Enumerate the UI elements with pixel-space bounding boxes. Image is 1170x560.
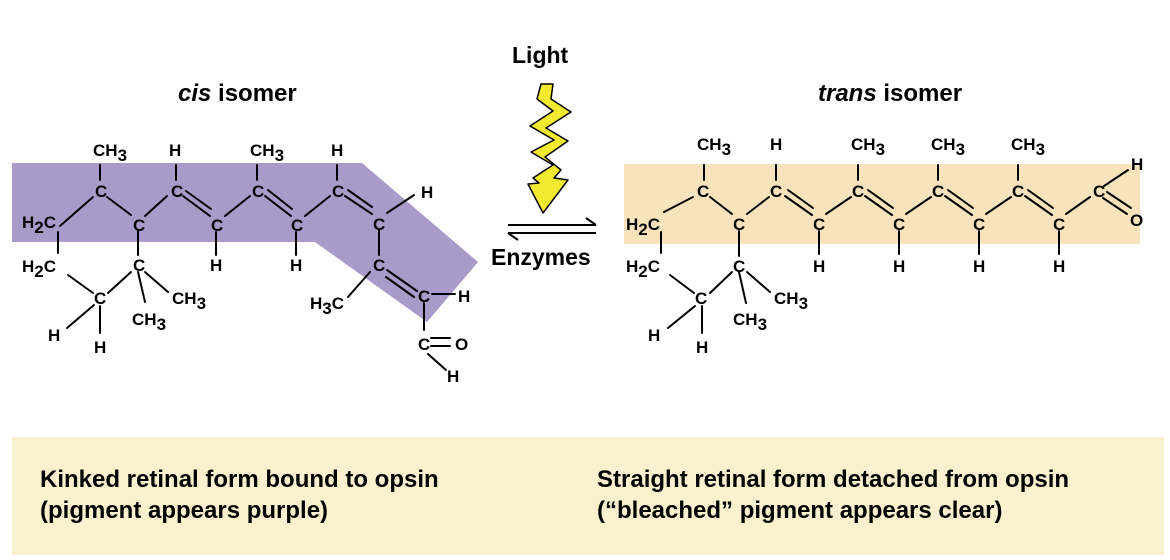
svg-text:C: C xyxy=(332,182,344,201)
svg-text:O: O xyxy=(455,335,468,354)
svg-text:H: H xyxy=(421,183,433,202)
svg-text:C: C xyxy=(373,215,385,234)
svg-text:H2C: H2C xyxy=(22,257,56,281)
svg-text:CH3: CH3 xyxy=(733,310,767,334)
trans-structure: CH3 H CH3 CH3 CH3 H C C C C C C H2C C C … xyxy=(626,135,1143,357)
svg-text:H: H xyxy=(696,338,708,357)
svg-text:H2C: H2C xyxy=(22,213,56,237)
svg-text:C: C xyxy=(1093,182,1105,201)
svg-text:C: C xyxy=(932,182,944,201)
svg-text:C: C xyxy=(94,289,106,308)
svg-text:H: H xyxy=(1053,257,1065,276)
svg-text:H: H xyxy=(893,257,905,276)
svg-text:CH3: CH3 xyxy=(774,289,808,313)
cis-caption: Kinked retinal form bound to opsin (pigm… xyxy=(40,464,439,526)
svg-text:C: C xyxy=(418,287,430,306)
light-label: Light xyxy=(512,42,569,68)
svg-text:C: C xyxy=(697,182,709,201)
svg-text:C: C xyxy=(733,257,745,276)
trans-caption: Straight retinal form detached from opsi… xyxy=(597,464,1069,526)
svg-text:H: H xyxy=(290,256,302,275)
svg-text:H: H xyxy=(458,287,470,306)
lightning-bolt-icon xyxy=(527,83,572,214)
svg-text:CH3: CH3 xyxy=(697,135,731,159)
svg-text:C: C xyxy=(211,216,223,235)
svg-text:H: H xyxy=(1131,155,1143,174)
svg-text:CH3: CH3 xyxy=(931,135,965,159)
svg-text:C: C xyxy=(1053,215,1065,234)
cis-structure: CH3 H CH3 H H C C C C H2C C C C C H2C C … xyxy=(22,141,470,386)
svg-text:H: H xyxy=(94,338,106,357)
trans-clear-band xyxy=(624,164,1140,244)
svg-text:C: C xyxy=(95,182,107,201)
svg-text:H: H xyxy=(447,367,459,386)
svg-text:H3C: H3C xyxy=(310,294,344,318)
svg-text:H: H xyxy=(48,326,60,345)
caption-panel: Kinked retinal form bound to opsin (pigm… xyxy=(12,437,1164,555)
svg-text:C: C xyxy=(852,182,864,201)
svg-text:H: H xyxy=(973,257,985,276)
svg-text:CH3: CH3 xyxy=(132,310,166,334)
svg-text:H2C: H2C xyxy=(626,215,660,239)
svg-text:CH3: CH3 xyxy=(1011,135,1045,159)
svg-text:H: H xyxy=(210,256,222,275)
equilibrium-arrows-icon xyxy=(507,217,597,241)
cis-isomer-title: cis isomer xyxy=(178,80,297,107)
svg-text:H: H xyxy=(770,135,782,154)
svg-text:CH3: CH3 xyxy=(851,135,885,159)
trans-caption-line1: Straight retinal form detached from opsi… xyxy=(597,466,1070,493)
svg-text:C: C xyxy=(695,289,707,308)
svg-text:C: C xyxy=(770,182,782,201)
svg-text:C: C xyxy=(171,182,183,201)
svg-text:CH3: CH3 xyxy=(172,289,206,313)
cis-caption-line2: (pigment appears purple) xyxy=(40,497,329,524)
svg-text:H: H xyxy=(813,257,825,276)
svg-text:O: O xyxy=(1130,211,1143,230)
svg-text:H: H xyxy=(169,141,181,160)
svg-text:C: C xyxy=(813,215,825,234)
trans-isomer-title: trans isomer xyxy=(818,80,963,107)
svg-text:C: C xyxy=(733,215,745,234)
svg-text:C: C xyxy=(373,256,385,275)
trans-caption-line2: (“bleached” pigment appears clear) xyxy=(597,497,1003,524)
svg-text:H2C: H2C xyxy=(626,257,660,281)
svg-text:H: H xyxy=(648,326,660,345)
svg-text:C: C xyxy=(252,182,264,201)
svg-text:C: C xyxy=(1012,182,1024,201)
svg-text:C: C xyxy=(418,335,430,354)
cis-caption-line1: Kinked retinal form bound to opsin xyxy=(40,466,439,493)
svg-text:CH3: CH3 xyxy=(93,141,127,165)
svg-text:C: C xyxy=(133,216,145,235)
svg-text:C: C xyxy=(133,256,145,275)
enzymes-label: Enzymes xyxy=(491,244,591,270)
svg-text:H: H xyxy=(331,141,343,160)
svg-text:CH3: CH3 xyxy=(250,141,284,165)
svg-text:C: C xyxy=(973,215,985,234)
svg-text:C: C xyxy=(893,215,905,234)
svg-text:C: C xyxy=(291,216,303,235)
cis-opsin-band xyxy=(12,163,478,322)
